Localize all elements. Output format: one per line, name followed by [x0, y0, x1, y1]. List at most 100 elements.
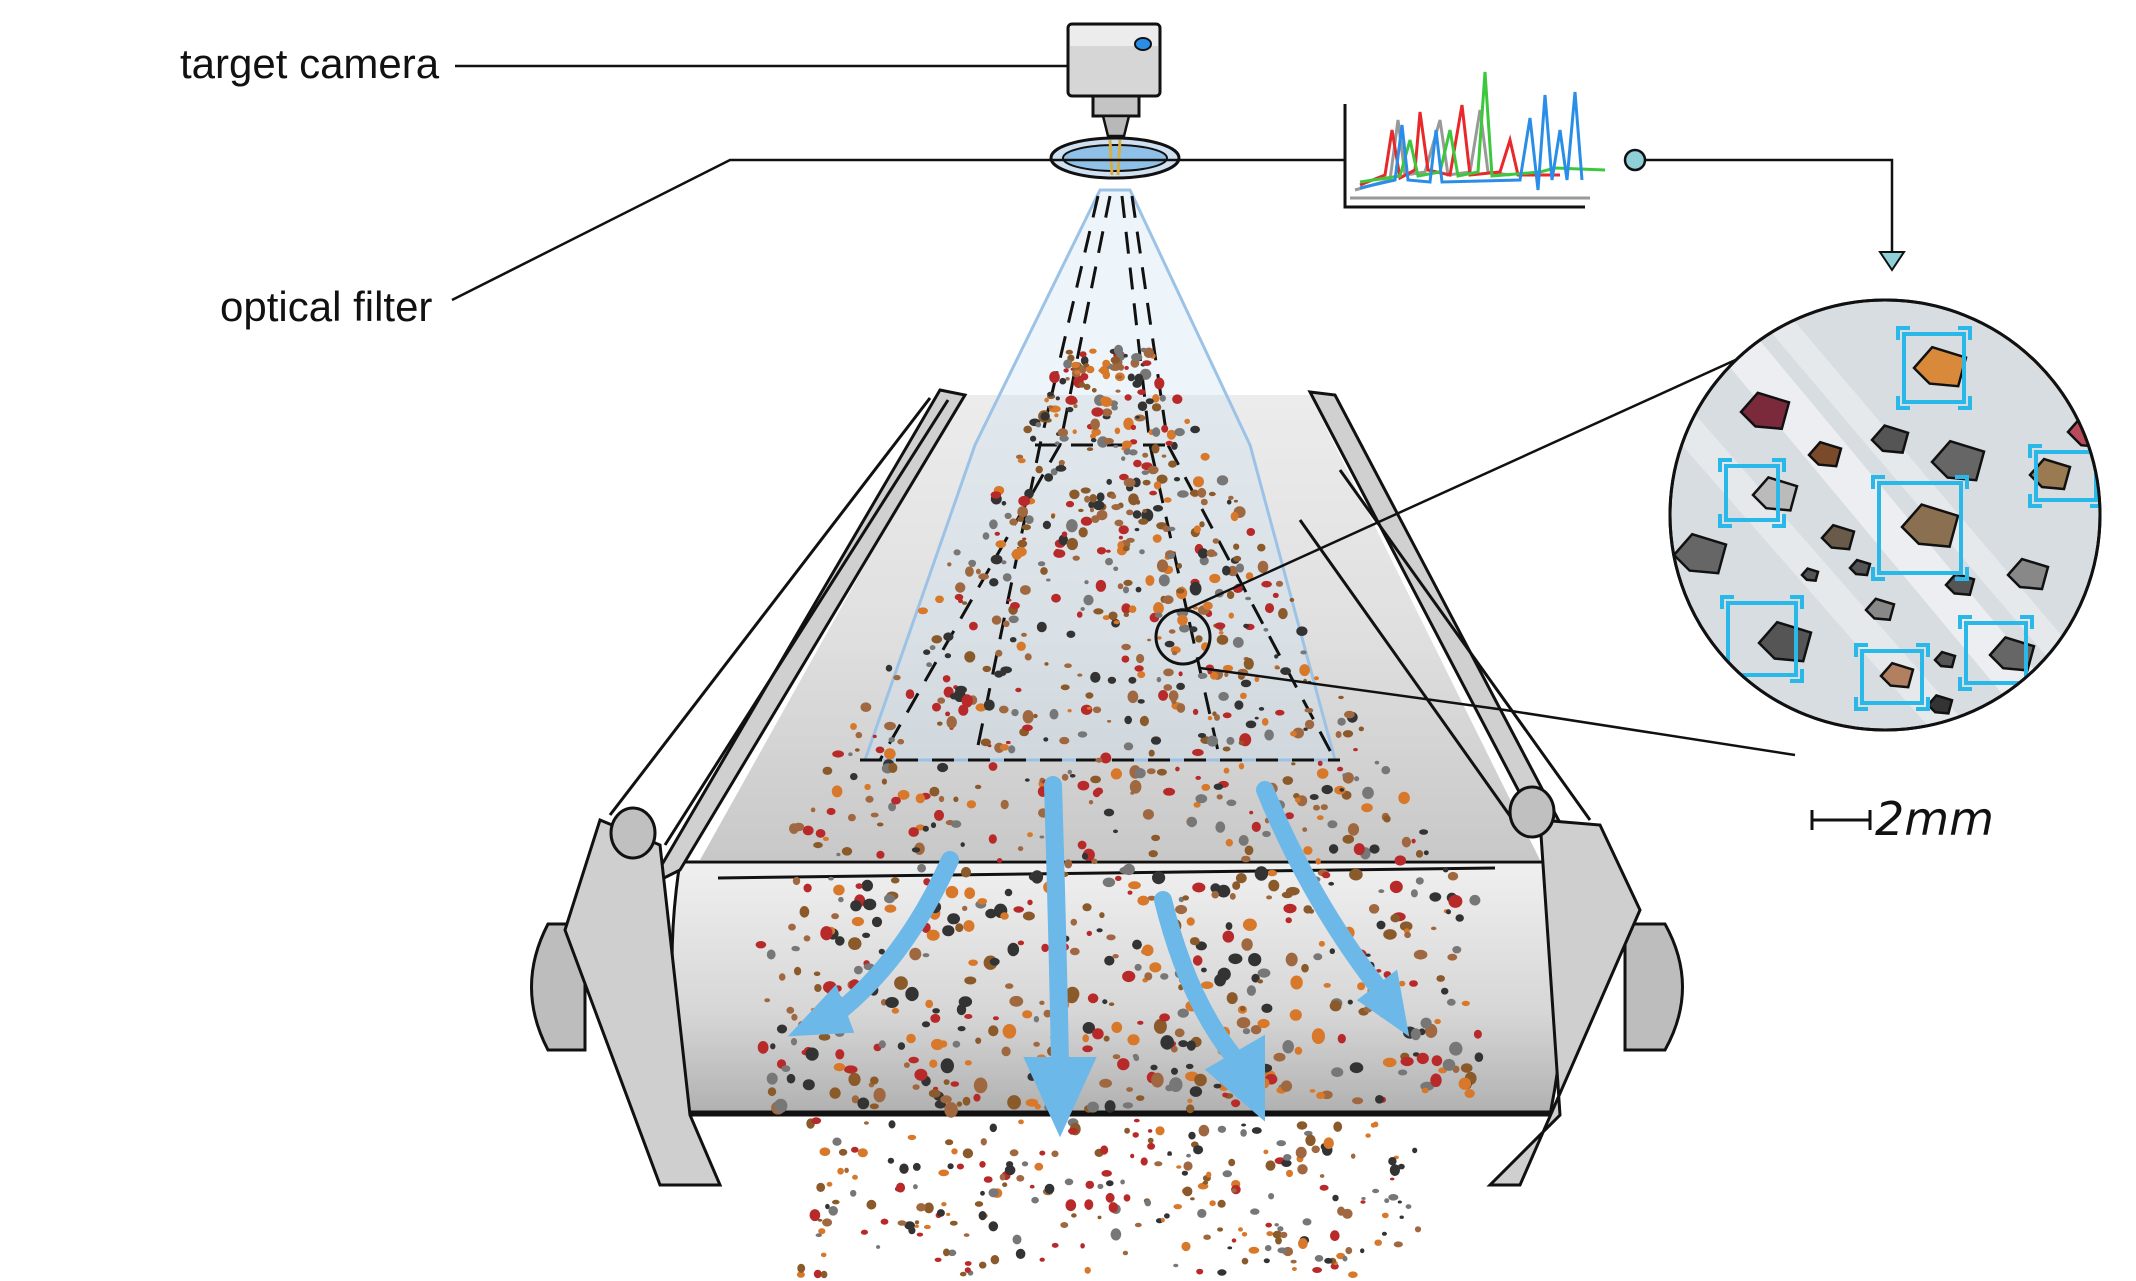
- particle: [1130, 1153, 1135, 1159]
- particle: [1311, 1028, 1325, 1045]
- particle: [1063, 368, 1069, 373]
- particle: [1106, 478, 1112, 485]
- particle: [878, 948, 885, 955]
- particle: [1330, 1230, 1340, 1242]
- magnified-particle: [1672, 532, 1728, 575]
- particle: [1034, 1103, 1041, 1110]
- particle: [921, 1021, 931, 1028]
- particle: [828, 876, 834, 881]
- particle: [1086, 706, 1092, 710]
- particle: [1080, 607, 1085, 611]
- particle: [1232, 637, 1244, 648]
- particle: [1434, 1018, 1441, 1025]
- particle: [955, 685, 967, 694]
- particle: [1137, 1020, 1144, 1025]
- particle: [935, 595, 944, 604]
- particle: [1077, 731, 1088, 738]
- particle: [1147, 638, 1152, 642]
- particle: [1081, 852, 1089, 860]
- particle: [1225, 838, 1234, 847]
- particle: [1410, 889, 1418, 898]
- particle: [1201, 783, 1211, 791]
- particle: [1217, 1227, 1224, 1232]
- particle: [1333, 1121, 1343, 1132]
- particle: [1039, 1000, 1045, 1005]
- filter-label: optical filter: [220, 283, 432, 330]
- particle: [1138, 518, 1149, 525]
- particle: [1296, 1121, 1308, 1130]
- particle: [1268, 1193, 1275, 1200]
- particle: [992, 1016, 999, 1021]
- particle: [1337, 1033, 1346, 1044]
- particle: [1209, 1200, 1216, 1207]
- particle: [1263, 1149, 1269, 1155]
- magnified-particle: [1807, 440, 1843, 468]
- particle: [1240, 692, 1247, 699]
- particle: [1172, 394, 1183, 405]
- particle: [1051, 593, 1061, 603]
- particle: [1123, 742, 1134, 751]
- particle: [1015, 546, 1027, 557]
- particle: [982, 532, 990, 540]
- particle: [929, 645, 936, 651]
- particle: [1010, 602, 1020, 610]
- particle: [1091, 388, 1097, 393]
- particle: [1111, 504, 1121, 511]
- particle: [1082, 1045, 1093, 1053]
- particle: [1158, 690, 1169, 701]
- particle: [1142, 479, 1151, 486]
- particle: [914, 1224, 919, 1228]
- particle: [1283, 1154, 1292, 1161]
- particle: [1222, 664, 1234, 672]
- particle: [1142, 944, 1154, 957]
- particle: [1001, 501, 1007, 506]
- particle: [1114, 427, 1121, 435]
- particle: [1226, 992, 1238, 1005]
- particle: [1195, 794, 1208, 804]
- particle: [1151, 443, 1160, 454]
- particle: [1316, 768, 1329, 779]
- particle: [1156, 768, 1167, 776]
- particle: [1128, 605, 1137, 613]
- particle: [838, 1148, 848, 1156]
- filter-leader-line: [451, 158, 1048, 302]
- particle: [1061, 531, 1068, 537]
- particle: [851, 916, 865, 927]
- particle: [1009, 518, 1018, 526]
- particle: [1254, 716, 1259, 720]
- particle: [1240, 679, 1252, 688]
- particle: [1257, 979, 1264, 984]
- particle: [1361, 803, 1373, 813]
- particle: [949, 1220, 958, 1226]
- particle: [1115, 875, 1122, 882]
- particle: [1024, 488, 1034, 499]
- particle: [1106, 1180, 1114, 1187]
- particle: [962, 1096, 971, 1106]
- particle: [1416, 1052, 1429, 1065]
- particle: [1043, 1009, 1052, 1018]
- particle: [1153, 481, 1162, 490]
- particle: [1410, 1028, 1421, 1041]
- particle: [816, 1182, 826, 1192]
- particle: [1251, 821, 1261, 833]
- particle: [1168, 690, 1179, 702]
- particle: [1394, 855, 1407, 866]
- particle: [1448, 894, 1463, 908]
- particle: [1142, 809, 1154, 820]
- particle: [1058, 459, 1065, 466]
- particle: [1091, 428, 1101, 436]
- particle: [1193, 1145, 1204, 1155]
- particle: [1069, 489, 1080, 500]
- particle: [1461, 1000, 1470, 1007]
- particle: [1323, 1137, 1334, 1149]
- particle: [942, 675, 951, 683]
- particle: [1085, 692, 1094, 699]
- particle: [1231, 1188, 1237, 1193]
- particle: [1101, 1170, 1112, 1177]
- conveyor-belt-icon: [530, 388, 1684, 1187]
- particle: [988, 762, 998, 771]
- particle: [1172, 651, 1178, 656]
- particle: [1162, 595, 1174, 605]
- particle: [1082, 1022, 1096, 1034]
- particle: [1139, 715, 1149, 727]
